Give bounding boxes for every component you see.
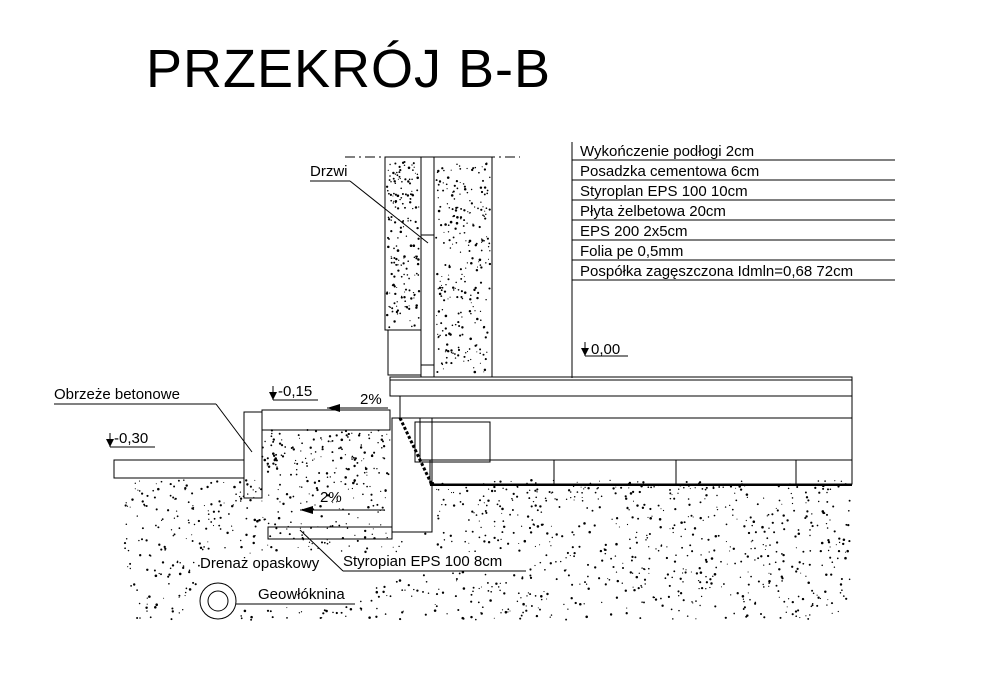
eps100-layer xyxy=(399,395,853,419)
wall-outer-leaf xyxy=(384,156,422,331)
threshold-bricks xyxy=(387,329,422,376)
geotextile-label: Geowłóknina xyxy=(258,586,345,603)
door-label: Drzwi xyxy=(310,163,348,180)
wall xyxy=(345,156,520,378)
callout-curb: Obrzeże betonowe xyxy=(54,386,253,453)
eps200-layer xyxy=(429,459,853,485)
drain-eps-strip xyxy=(267,526,393,540)
door-frame xyxy=(420,234,435,366)
ground-paving xyxy=(113,459,245,479)
slope-terrace-label: 2% xyxy=(360,391,382,408)
layer-label: Płyta żelbetowa 20cm xyxy=(580,203,726,220)
terrace-slab xyxy=(261,409,391,431)
layer-label: Wykończenie podłogi 2cm xyxy=(580,143,754,160)
layer-legend: Wykończenie podłogi 2cm Posadzka cemento… xyxy=(571,142,895,378)
drain-pipe-inner xyxy=(207,590,229,612)
foil-edge xyxy=(398,417,434,486)
slope-drain: 2% xyxy=(300,489,384,514)
wall-concrete-fill-inner xyxy=(435,162,492,374)
level-ground: -0,30 xyxy=(106,430,155,448)
slope-drain-label: 2% xyxy=(320,489,342,506)
soil-fill xyxy=(123,429,851,621)
drain-label: Drenaż opaskowy xyxy=(200,555,320,572)
level-ground-label: -0,30 xyxy=(114,430,148,447)
floor-layers xyxy=(389,376,853,486)
layer-label: Posadzka cementowa 6cm xyxy=(580,163,759,180)
callout-geotextile: Geowłóknina xyxy=(236,586,355,605)
layer-label: Folia pe 0,5mm xyxy=(580,243,683,260)
wall-concrete-fill xyxy=(385,160,421,329)
curb-label: Obrzeże betonowe xyxy=(54,386,180,403)
terrace xyxy=(113,409,393,540)
callout-drain: Drenaż opaskowy xyxy=(200,555,320,572)
callout-eps-wall: Styropian EPS 100 8cm xyxy=(299,529,526,572)
drawing-title: PRZEKRÓJ B-B xyxy=(146,39,551,99)
slope-terrace: 2% xyxy=(327,391,388,412)
slab-edge-beam xyxy=(414,421,491,463)
layer-label: Pospółka zagęszczona Idmln=0,68 72cm xyxy=(580,263,853,280)
layer-label: EPS 200 2x5cm xyxy=(580,223,688,240)
level-floor-label: 0,00 xyxy=(591,341,620,358)
drain-pipe xyxy=(199,582,237,620)
level-floor: 0,00 xyxy=(581,341,628,358)
layer-label: Styroplan EPS 100 10cm xyxy=(580,183,748,200)
callout-door: Drzwi xyxy=(310,163,429,244)
eps-wall-label: Styropian EPS 100 8cm xyxy=(343,553,502,570)
foundation-eps xyxy=(391,417,433,533)
cement-screed xyxy=(389,379,853,397)
concrete-slab xyxy=(419,417,853,461)
level-terrace: -0,15 xyxy=(269,383,318,401)
level-terrace-label: -0,15 xyxy=(278,383,312,400)
wall-insulation xyxy=(420,156,435,378)
drain-pipe-outer xyxy=(199,582,237,620)
concrete-curb xyxy=(243,411,263,499)
